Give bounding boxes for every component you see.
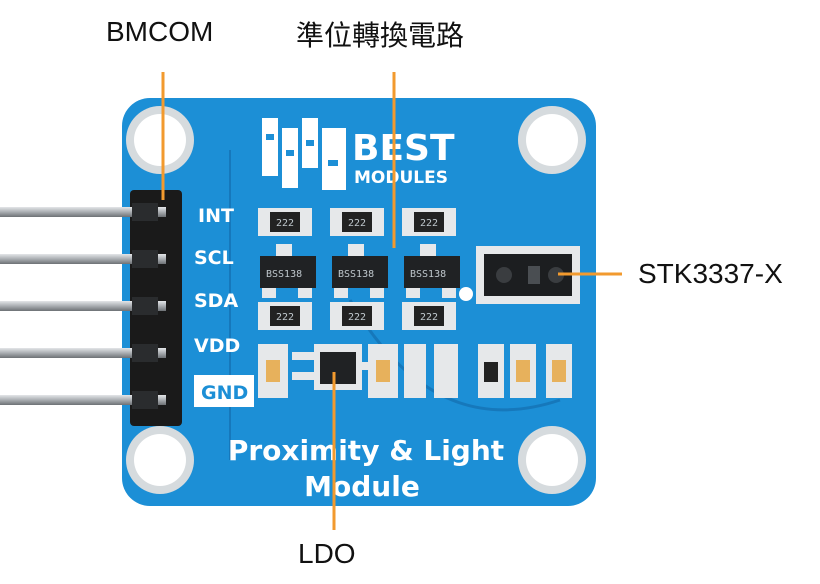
mosfet-label: BSS138 (266, 269, 302, 280)
pin-label-vdd: VDD (194, 335, 240, 357)
resistor: 222 (330, 208, 384, 236)
resistor: 222 (402, 302, 456, 330)
brand-top-text: BEST (352, 128, 455, 169)
resistor: 222 (330, 302, 384, 330)
capacitor (510, 344, 536, 398)
pcb-trace (348, 299, 561, 412)
mounting-hole-bottom-right (518, 426, 586, 494)
mosfet-label: BSS138 (338, 269, 374, 280)
capacitor (404, 344, 426, 398)
board-title-line1: Proximity & Light (228, 434, 504, 467)
mosfet-label: BSS138 (410, 269, 446, 280)
mounting-hole-bottom-left (126, 426, 194, 494)
mounting-hole-top-right (518, 106, 586, 174)
resistor-code: 222 (348, 312, 366, 323)
header-pin (0, 207, 166, 217)
pin-label-sda: SDA (194, 290, 238, 312)
capacitor (368, 344, 398, 398)
ldo-regulator (292, 344, 380, 390)
callout-bmcom: BMCOM (106, 16, 214, 47)
resistor: 222 (258, 302, 312, 330)
mosfet-chip: BSS138 (404, 244, 460, 298)
resistor-code: 222 (276, 218, 294, 229)
header-pins (0, 203, 166, 409)
via-pad (459, 287, 473, 301)
resistor (478, 344, 504, 398)
header-pin (0, 254, 166, 264)
mosfet-chip: BSS138 (260, 244, 316, 298)
header-pin-housing (132, 203, 158, 221)
brand-bottom-text: MODULES (354, 168, 448, 188)
board-title-line2: Module (304, 470, 420, 503)
resistor-code: 222 (420, 218, 438, 229)
pin-label-scl: SCL (194, 247, 234, 269)
gnd-label-box (194, 375, 254, 407)
capacitor (546, 344, 572, 398)
capacitor (434, 344, 458, 398)
header-pin (0, 395, 166, 405)
header-pin (0, 301, 166, 311)
header-pin-housing (132, 250, 158, 268)
brand-logo (262, 118, 346, 190)
header-pin-housing (132, 391, 158, 409)
pin-label-gnd: GND (201, 382, 248, 404)
header-pin-housing (132, 344, 158, 362)
header-pin (0, 348, 166, 358)
resistor-code: 222 (276, 312, 294, 323)
pin-label-int: INT (198, 205, 234, 227)
resistor: 222 (258, 208, 312, 236)
header-pin-housing (132, 297, 158, 315)
mosfet-chip: BSS138 (332, 244, 388, 298)
resistor: 222 (402, 208, 456, 236)
mounting-hole-top-left (126, 106, 194, 174)
resistor-code: 222 (420, 312, 438, 323)
resistor-code: 222 (348, 218, 366, 229)
callout-level-shift: 準位轉換電路 (296, 20, 465, 51)
callout-ldo: LDO (298, 538, 356, 569)
capacitor (258, 344, 288, 398)
callout-sensor: STK3337-X (638, 258, 783, 289)
